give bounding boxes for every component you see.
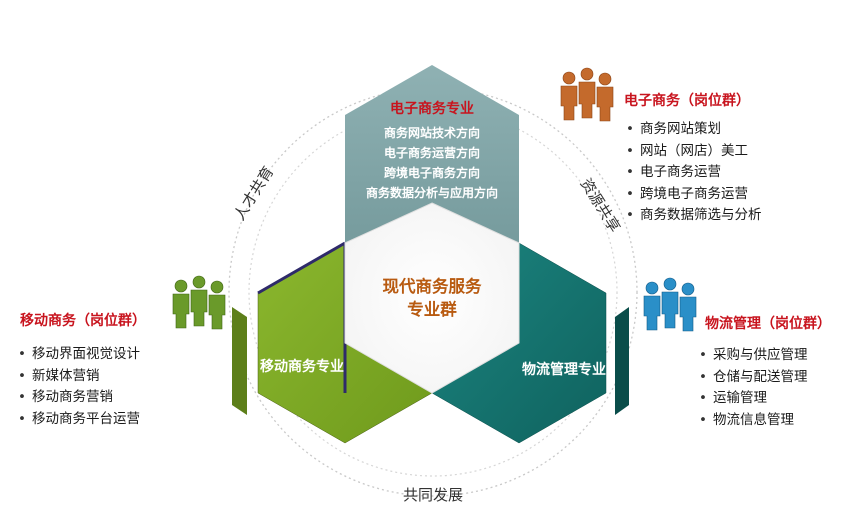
logistics-jobs-panel: 物流管理（岗位群） 采购与供应管理 仓储与配送管理 运输管理 物流信息管理 xyxy=(705,313,831,431)
list-item: 商务网站策划 xyxy=(626,119,761,141)
list-item: 移动商务平台运营 xyxy=(18,409,146,431)
logistics-jobs-title: 物流管理（岗位群） xyxy=(705,316,831,332)
left-major-title: 移动商务专业 xyxy=(260,358,344,375)
mobile-jobs-panel: 移动商务（岗位群） 移动界面视觉设计 新媒体营销 移动商务营销 移动商务平台运营 xyxy=(20,310,146,430)
top-major-direction: 电子商务运营方向 xyxy=(384,145,480,160)
ring-label-right: 资源共享 xyxy=(577,175,624,235)
mobile-jobs-list: 移动界面视觉设计 新媒体营销 移动商务营销 移动商务平台运营 xyxy=(18,344,146,430)
list-item: 跨境电子商务运营 xyxy=(626,184,761,206)
list-item: 运输管理 xyxy=(699,388,831,410)
left-hex-accent xyxy=(257,241,346,295)
people-group-blue-icon xyxy=(643,277,697,332)
list-item: 电子商务运营 xyxy=(626,162,761,184)
list-item: 新媒体营销 xyxy=(18,366,146,388)
top-major-direction: 跨境电子商务方向 xyxy=(384,165,480,180)
center-title-line2: 专业群 xyxy=(407,299,457,319)
list-item: 网站（网店）美工 xyxy=(626,141,761,163)
list-item: 移动界面视觉设计 xyxy=(18,344,146,366)
list-item: 移动商务营销 xyxy=(18,387,146,409)
list-item: 采购与供应管理 xyxy=(699,345,831,367)
people-group-green-icon xyxy=(172,275,226,330)
ring-label-bottom: 共同发展 xyxy=(403,486,463,504)
ecommerce-jobs-panel: 电子商务（岗位群） 商务网站策划 网站（网店）美工 电子商务运营 跨境电子商务运… xyxy=(624,90,761,227)
right-hex-side xyxy=(615,307,629,415)
ring-label-left: 人才共育 xyxy=(230,163,277,223)
left-hex-side xyxy=(232,307,247,415)
center-title-line1: 现代商务服务 xyxy=(383,276,483,296)
list-item: 物流信息管理 xyxy=(699,410,831,432)
ecommerce-jobs-list: 商务网站策划 网站（网店）美工 电子商务运营 跨境电子商务运营 商务数据筛选与分… xyxy=(626,119,762,227)
right-major-title: 物流管理专业 xyxy=(522,361,606,378)
logistics-jobs-list: 采购与供应管理 仓储与配送管理 运输管理 物流信息管理 xyxy=(699,345,831,431)
people-group-orange-icon xyxy=(560,67,614,122)
mobile-jobs-title: 移动商务（岗位群） xyxy=(20,313,146,329)
top-major-direction: 商务网站技术方向 xyxy=(384,125,480,140)
top-major-direction: 商务数据分析与应用方向 xyxy=(366,185,498,200)
list-item: 仓储与配送管理 xyxy=(699,367,831,389)
list-item: 商务数据筛选与分析 xyxy=(626,205,762,227)
center-hexagon xyxy=(344,202,520,394)
ecommerce-jobs-title: 电子商务（岗位群） xyxy=(624,93,750,109)
top-major-title: 电子商务专业 xyxy=(390,100,474,117)
